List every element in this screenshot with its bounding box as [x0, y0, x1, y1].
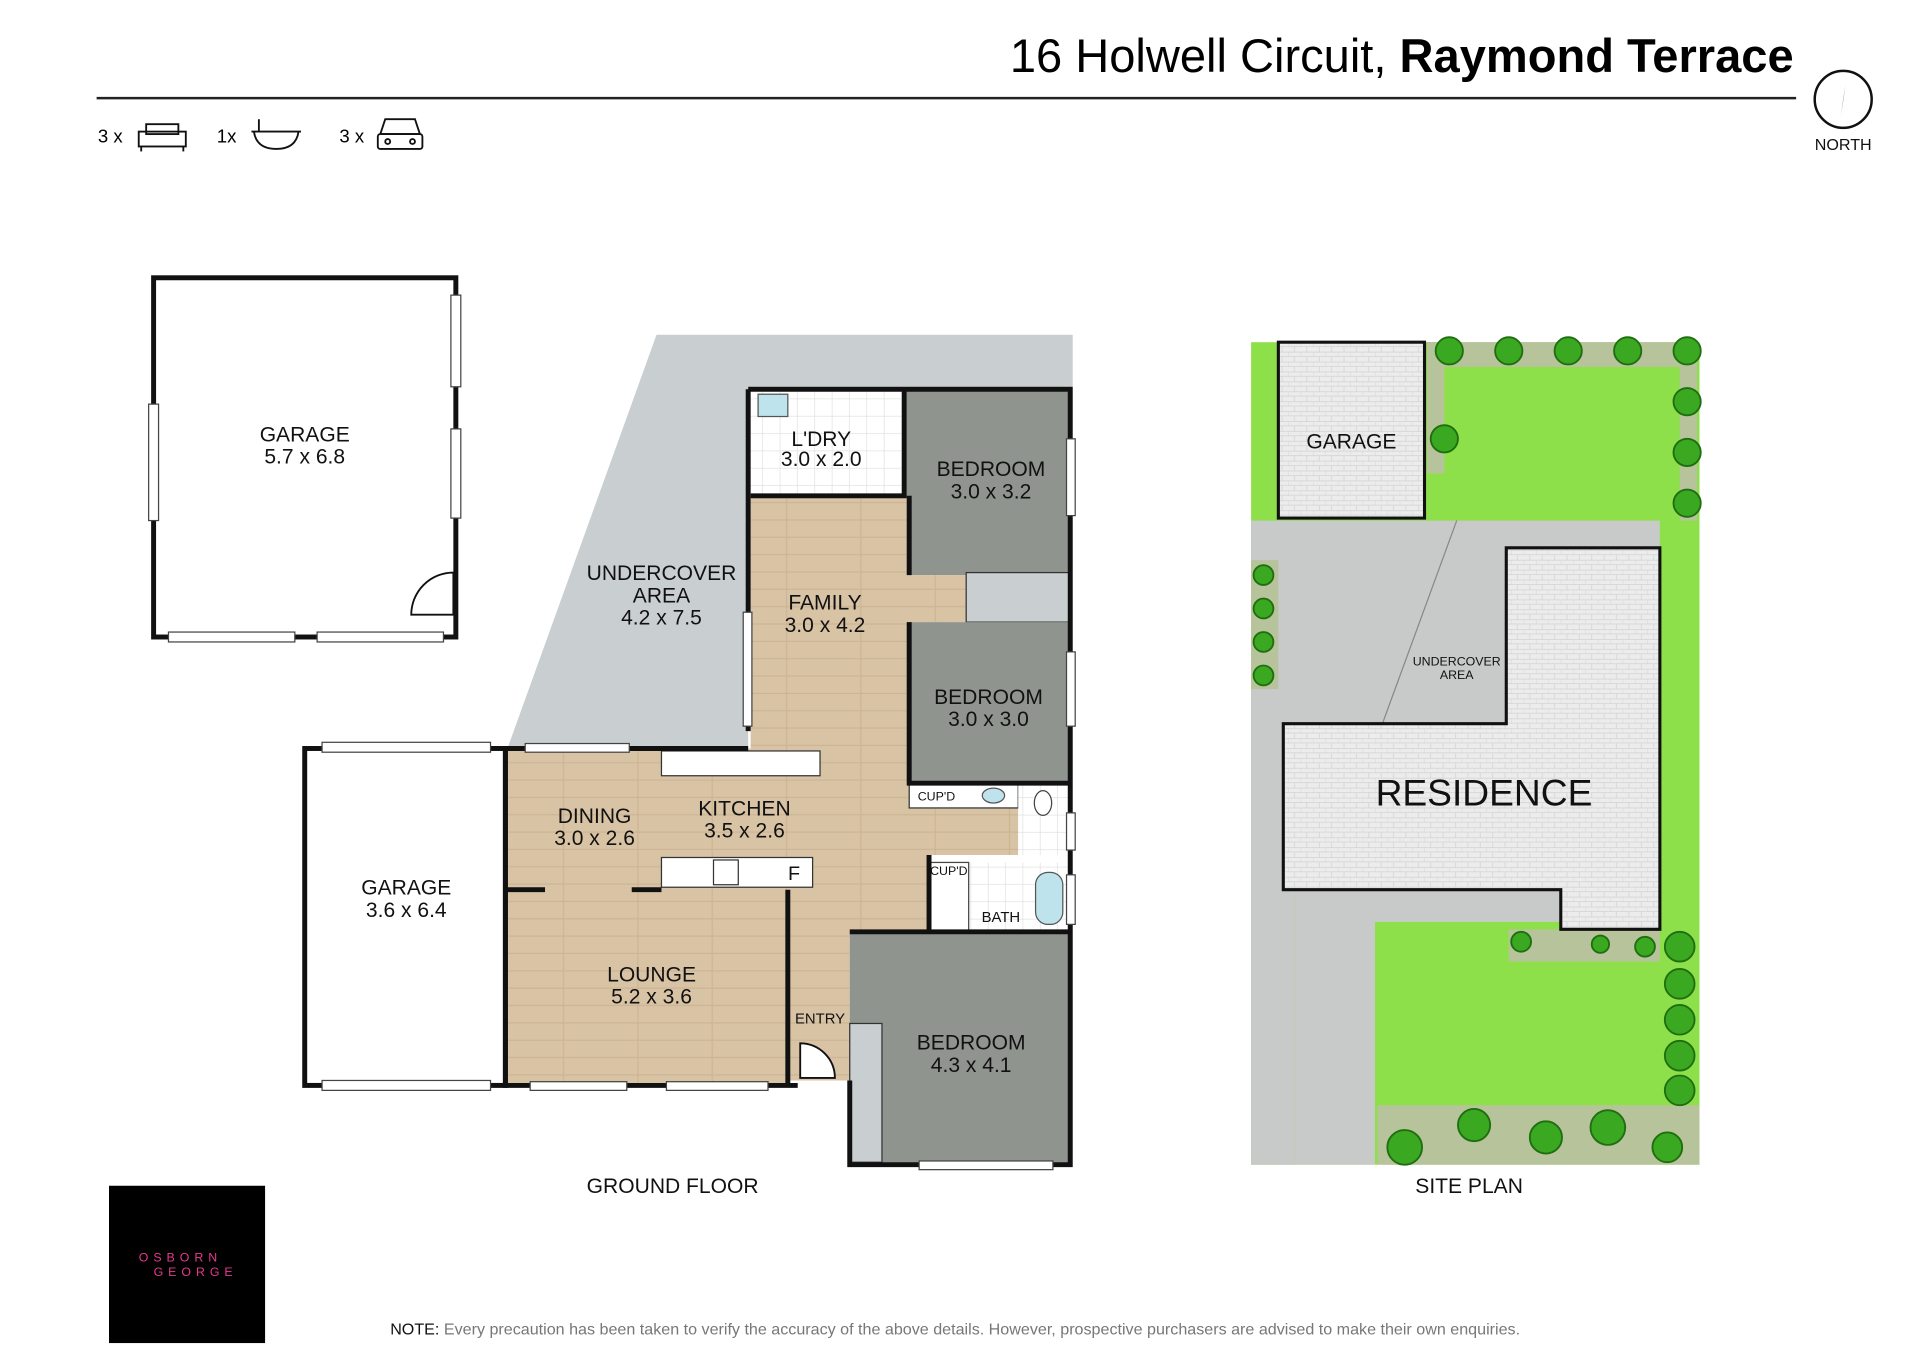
feature-bedrooms: 3 x	[98, 123, 187, 152]
site-plan-label: SITE PLAN	[1415, 1175, 1523, 1198]
svg-text:BEDROOM: BEDROOM	[937, 458, 1046, 481]
bed-icon	[137, 123, 187, 152]
room-bedroom-2	[906, 622, 1071, 784]
svg-text:CUP'D: CUP'D	[930, 864, 967, 878]
property-address: 16 Holwell Circuit, Raymond Terrace	[1010, 29, 1794, 82]
svg-text:GARAGE: GARAGE	[260, 423, 350, 446]
basin-icon	[981, 787, 1006, 804]
svg-text:3.0 x 3.2: 3.0 x 3.2	[951, 480, 1032, 503]
living-floor	[505, 495, 1019, 1086]
svg-text:UNDERCOVER: UNDERCOVER	[1413, 654, 1501, 668]
svg-text:AREA: AREA	[633, 584, 690, 607]
svg-text:3.0 x 3.0: 3.0 x 3.0	[948, 708, 1029, 731]
svg-text:L'DRY: L'DRY	[791, 428, 851, 451]
svg-text:4.2 x 7.5: 4.2 x 7.5	[621, 607, 702, 630]
site-garage	[1276, 340, 1427, 520]
bath-icon	[251, 119, 302, 150]
car-icon	[376, 118, 424, 150]
disclaimer-note: NOTE: Every precaution has been taken to…	[390, 1320, 1520, 1338]
north-compass: NORTH	[1813, 69, 1873, 154]
svg-text:OSBORN: OSBORN	[139, 1250, 222, 1264]
feature-bathrooms: 1x	[217, 119, 302, 150]
svg-text:GARAGE: GARAGE	[361, 877, 451, 900]
svg-text:GEORGE: GEORGE	[154, 1265, 238, 1279]
svg-text:5.7 x 6.8: 5.7 x 6.8	[264, 446, 345, 469]
svg-text:KITCHEN: KITCHEN	[698, 797, 790, 820]
laundry-tub-icon	[757, 393, 789, 418]
svg-text:BATH: BATH	[982, 910, 1021, 926]
agency-logo: OSBORN GEORGE	[109, 1185, 266, 1344]
svg-text:BEDROOM: BEDROOM	[917, 1031, 1026, 1054]
tree-icons	[1252, 336, 1702, 1166]
svg-text:F: F	[788, 863, 800, 885]
svg-text:RESIDENCE: RESIDENCE	[1376, 771, 1593, 813]
ground-floor-plan: GARAGE 5.7 x 6.8 UNDERCOVER AREA 4.2 x 7…	[148, 275, 1076, 1198]
svg-text:DINING: DINING	[558, 805, 632, 828]
room-bedroom-3	[849, 931, 1071, 1165]
svg-text:4.3 x 4.1: 4.3 x 4.1	[931, 1054, 1012, 1077]
svg-text:GARAGE: GARAGE	[1306, 431, 1396, 454]
cooktop-icon	[712, 859, 739, 886]
kitchen-bench	[660, 750, 821, 777]
room-garage-detached: GARAGE 5.7 x 6.8	[148, 275, 462, 643]
entry-door	[799, 1042, 836, 1079]
svg-text:1x: 1x	[217, 126, 237, 147]
svg-text:5.2 x 3.6: 5.2 x 3.6	[611, 986, 692, 1009]
undercover-area	[507, 334, 1073, 748]
toilet-icon	[1033, 789, 1053, 816]
site-plan: GARAGE UNDERCOVER AREA RESIDENCE SITE PL…	[1251, 336, 1702, 1198]
feature-parking: 3 x	[339, 118, 424, 150]
svg-text:3.0 x 2.6: 3.0 x 2.6	[554, 827, 635, 850]
svg-text:3 x: 3 x	[339, 126, 364, 147]
svg-text:3.0 x 4.2: 3.0 x 4.2	[785, 614, 866, 637]
robe	[965, 571, 1071, 623]
svg-text:3.5 x 2.6: 3.5 x 2.6	[704, 820, 785, 843]
svg-text:ENTRY: ENTRY	[795, 1011, 845, 1027]
svg-text:UNDERCOVER: UNDERCOVER	[587, 562, 737, 585]
room-bedroom-1	[906, 389, 1071, 576]
svg-text:CUP'D: CUP'D	[918, 790, 955, 804]
bathtub-icon	[1034, 871, 1064, 926]
svg-text:3.6 x 6.4: 3.6 x 6.4	[366, 899, 447, 922]
svg-text:LOUNGE: LOUNGE	[607, 963, 696, 986]
svg-text:3.0 x 2.0: 3.0 x 2.0	[781, 448, 862, 471]
robe	[849, 1022, 883, 1163]
driveway	[1251, 520, 1660, 1165]
ground-floor-label: GROUND FLOOR	[587, 1175, 759, 1198]
svg-text:BEDROOM: BEDROOM	[934, 686, 1043, 709]
svg-text:NORTH: NORTH	[1815, 136, 1872, 154]
svg-text:3 x: 3 x	[98, 126, 123, 147]
svg-text:FAMILY: FAMILY	[788, 592, 861, 615]
site-residence	[1281, 546, 1662, 931]
svg-text:AREA: AREA	[1440, 668, 1474, 682]
